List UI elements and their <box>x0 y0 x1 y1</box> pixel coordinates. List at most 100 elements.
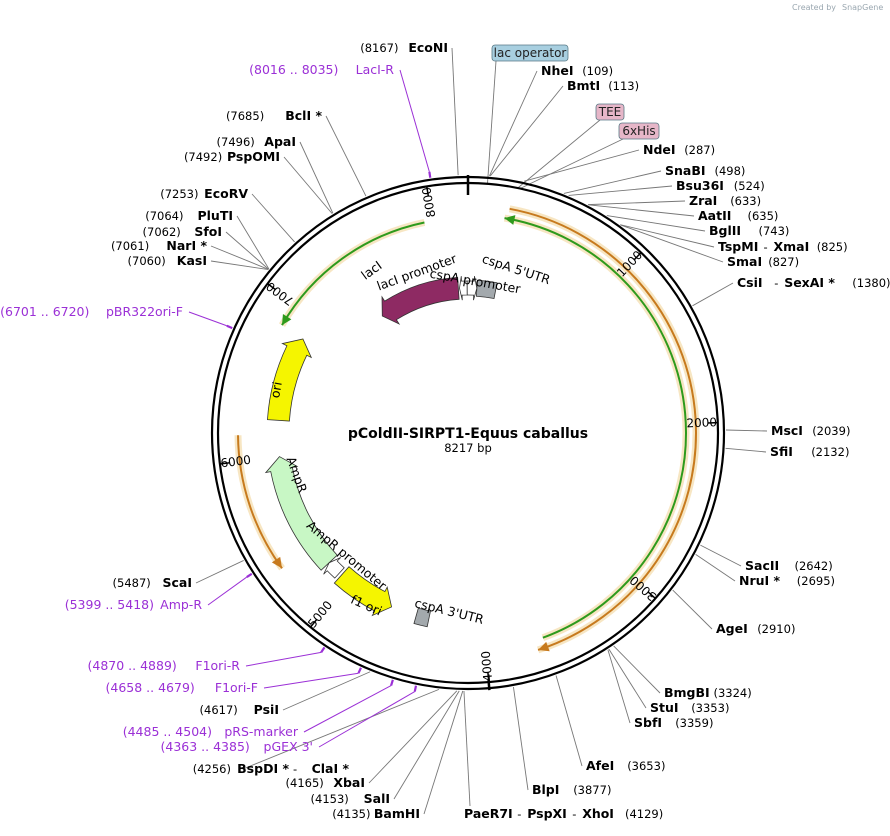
tick-4000 <box>487 680 491 691</box>
enzyme-leader <box>725 429 768 432</box>
primer-mark <box>246 572 253 578</box>
enzyme-name: SfiI <box>770 444 793 459</box>
enzyme-leader <box>620 224 715 248</box>
enzyme-position: (7685) <box>226 109 264 123</box>
enzyme-leader <box>695 554 736 582</box>
enzyme-leader <box>613 645 661 694</box>
enzyme-position: (635) <box>748 209 779 223</box>
enzyme-position: (7061) <box>111 239 149 253</box>
orf-arrowhead <box>271 556 283 569</box>
enzyme-name: BmtI <box>567 78 600 93</box>
enzyme-position: (1380) <box>852 276 890 290</box>
feature-label: ori <box>267 381 285 400</box>
primer-mark <box>428 171 432 178</box>
orf-arcs <box>234 205 700 654</box>
enzyme-position: (827) <box>768 255 799 269</box>
enzyme-leader <box>568 185 673 196</box>
tick-label: 2000 <box>686 415 717 430</box>
enzyme-name: PsiI <box>254 702 279 717</box>
primer-name: pGEX 3' <box>264 739 313 754</box>
enzyme-leader <box>251 193 295 243</box>
primer-name: Amp-R <box>160 597 202 612</box>
enzyme-leader <box>692 282 734 307</box>
enzyme-position: (4153) <box>311 792 349 806</box>
enzyme-leader <box>236 215 270 270</box>
enzyme-leader <box>283 156 333 214</box>
enzyme-position: (109) <box>582 64 613 78</box>
enzyme-name: BmgBI <box>664 685 710 700</box>
primer-name: pRS-marker <box>224 724 299 739</box>
tick-label: 6000 <box>220 453 252 471</box>
tick-mark <box>633 252 642 261</box>
enzyme-separator: - <box>293 762 297 776</box>
enzyme-position: (498) <box>715 164 746 178</box>
enzyme-name: NheI <box>541 63 574 78</box>
orf-arc <box>504 217 687 639</box>
feature-arrow <box>323 557 345 579</box>
enzyme-name: NdeI <box>643 142 676 157</box>
primer-name: LacI-R <box>356 62 395 77</box>
enzyme-name: NruI * <box>739 573 781 588</box>
primer-mark <box>226 324 233 330</box>
primer-leader <box>207 576 248 606</box>
enzyme-name: ApaI <box>264 134 296 149</box>
enzyme-position: (287) <box>684 143 715 157</box>
enzyme-leader <box>524 149 640 182</box>
enzyme-name: ScaI <box>163 575 193 590</box>
enzyme-leader <box>225 231 269 270</box>
box-leader <box>517 119 601 189</box>
enzyme-name: PspXI <box>527 806 567 821</box>
enzyme-leader <box>325 115 367 197</box>
enzyme-name: AatII <box>698 208 731 223</box>
enzyme-leader <box>210 245 269 270</box>
tick-mark <box>219 462 230 465</box>
enzyme-position: (4129) <box>625 807 663 821</box>
enzyme-position: (2039) <box>812 424 850 438</box>
enzyme-name: XbaI <box>333 775 365 790</box>
tick-mark <box>267 283 276 291</box>
box-leader <box>519 138 624 189</box>
enzyme-position: (7060) <box>128 254 166 268</box>
primer-mark <box>357 667 362 674</box>
enzyme-position: (3359) <box>675 716 713 730</box>
enzyme-leader <box>700 544 742 567</box>
primer-mark <box>320 646 326 653</box>
primer-leader <box>318 691 416 748</box>
enzyme-name: SmaI <box>727 254 762 269</box>
enzyme-name: PluTI <box>197 208 233 223</box>
enzyme-position: (7496) <box>217 135 255 149</box>
primer-range: (4870 .. 4889) <box>88 658 177 673</box>
feature-arrow <box>466 276 478 301</box>
enzyme-name: CsiI <box>737 275 763 290</box>
enzyme-name: XhoI <box>582 806 614 821</box>
primer-leader <box>399 69 430 172</box>
brand-text: SnapGene <box>842 3 883 12</box>
orf-arrowhead <box>282 314 292 326</box>
enzyme-position: (2642) <box>795 559 833 573</box>
enzyme-name: EcoNI <box>408 40 448 55</box>
primer-leader <box>263 672 359 689</box>
enzyme-name: ZraI <box>689 193 717 208</box>
enzyme-name: BamHI <box>374 806 420 821</box>
enzyme-position: (743) <box>759 224 790 238</box>
enzyme-name: Bsu36I <box>676 178 724 193</box>
feature-tag-label: TEE <box>598 105 622 119</box>
primer-range: (4363 .. 4385) <box>161 739 250 754</box>
enzyme-leader <box>489 70 538 177</box>
enzyme-name: EcoRV <box>204 186 248 201</box>
credit-text: Created by <box>792 3 836 12</box>
enzyme-name: PspOMI <box>227 149 280 164</box>
enzyme-leader <box>563 170 662 194</box>
enzyme-separator: - <box>764 240 768 254</box>
tick-label: 4000 <box>479 650 495 682</box>
orf-arc <box>281 221 425 326</box>
feature-tag-label: 6xHis <box>622 124 655 138</box>
feature-arrow <box>264 456 338 571</box>
enzyme-name: SfoI <box>194 224 222 239</box>
enzyme-position: (7253) <box>160 187 198 201</box>
enzyme-leader <box>393 690 460 800</box>
enzyme-leader <box>282 671 371 711</box>
credit: Created by SnapGene <box>792 3 883 12</box>
orf-arrowhead <box>538 641 550 652</box>
enzyme-name: BspDI * <box>237 761 289 776</box>
